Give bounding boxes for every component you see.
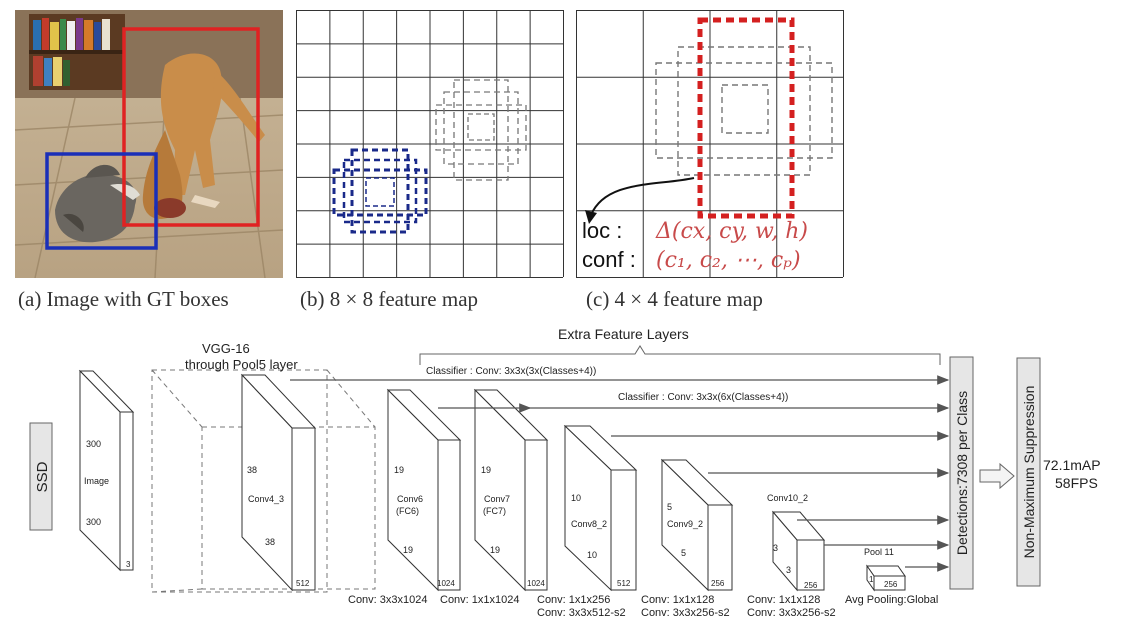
loc-label: loc : (582, 218, 622, 243)
conv4-3-block (240, 373, 317, 592)
dog-gt-box (122, 27, 260, 227)
conf-formula: (c₁, c₂, ⋯, cₚ) (656, 248, 801, 273)
classifier-1-label: Classifier : Conv: 3x3x(3x(Classes+4)) (426, 366, 596, 377)
gray-default-boxes-4x4 (655, 46, 833, 176)
conv7-bottom-dim: 19 (490, 545, 500, 555)
conv8-2-depth: 512 (617, 579, 631, 588)
conv7-sublabel: (FC7) (483, 506, 506, 516)
pool11-depth: 256 (884, 580, 898, 589)
gray-default-box-tall (453, 79, 509, 181)
image-label: Image (84, 476, 109, 486)
blue-default-boxes (332, 148, 428, 234)
extra-layers-title: Extra Feature Layers (558, 326, 689, 342)
vgg-title-1: VGG-16 (202, 341, 250, 356)
blue-default-box-square (342, 158, 418, 224)
floor-tiles (15, 97, 283, 278)
conv10-2-top-dim: 3 (773, 543, 778, 553)
conv6-bottom-dim: 19 (403, 545, 413, 555)
blue-default-box-small (365, 177, 395, 207)
conv6-top-dim: 19 (394, 465, 404, 475)
cat-gt-box (45, 152, 158, 250)
gray-default-box-square (443, 91, 519, 165)
conv9-2-op2: Conv: 3x3x256-s2 (641, 607, 730, 619)
ssd-label-box (29, 422, 53, 531)
pointer-arrowhead (585, 210, 597, 224)
conv6-sublabel: (FC6) (396, 506, 419, 516)
input-image-block (78, 369, 135, 572)
conv9-2-depth: 256 (711, 579, 725, 588)
conv9-2-bottom-dim: 5 (681, 548, 686, 558)
conf-label: conf : (582, 247, 636, 272)
image-depth: 3 (126, 560, 131, 569)
hollow-arrow (979, 462, 1015, 490)
conv4-3-bottom-dim: 38 (265, 537, 275, 547)
gray-default-boxes (435, 79, 527, 181)
bookshelf (29, 14, 125, 90)
gray-default-box-small (467, 113, 495, 141)
conv10-2-op2: Conv: 3x3x256-s2 (747, 607, 836, 619)
fps-result: 58FPS (1055, 475, 1098, 491)
blue-default-box-wide (332, 168, 428, 217)
conv6-op: Conv: 3x3x1024 (348, 594, 428, 606)
conv10-2-label: Conv10_2 (767, 493, 808, 503)
conv8-2-op2: Conv: 3x3x512-s2 (537, 607, 626, 619)
conv7-block (473, 388, 549, 592)
classifier-arrows (290, 375, 950, 572)
conv8-2-op1: Conv: 1x1x256 (537, 594, 610, 606)
matched-red-box (697, 17, 795, 219)
conv6-block (386, 388, 462, 592)
conv8-2-label: Conv8_2 (571, 519, 607, 529)
conv10-2-depth: 256 (804, 581, 818, 590)
conv8-2-bottom-dim: 10 (587, 550, 597, 560)
pool11-small-dim: 1 (869, 575, 874, 584)
ssd-label: SSD (34, 461, 51, 492)
conv4-3-top-dim: 38 (247, 465, 257, 475)
grid-4x4 (576, 10, 844, 278)
conv10-2-block (771, 510, 826, 592)
detections-box (949, 356, 974, 590)
gt-image-panel (15, 10, 283, 278)
vgg-title-2: through Pool5 layer (185, 357, 298, 372)
dog (142, 53, 265, 219)
conv7-op: Conv: 1x1x1024 (440, 594, 520, 606)
ssd-architecture: SSD 300 Image 300 3 VGG-16 through Pool5… (29, 326, 1101, 619)
conv4-3-label: Conv4_3 (248, 494, 284, 504)
nms-box (1016, 357, 1041, 587)
classifier-2-label: Classifier : Conv: 3x3x(6x(Classes+4)) (618, 392, 788, 403)
pointer-arrow (590, 177, 695, 216)
conv6-depth: 1024 (437, 579, 455, 588)
feature-map-4x4: loc : Δ(cx, cy, w, h) conf : (c₁, c₂, ⋯,… (576, 10, 844, 278)
detections-label: Detections:7308 per Class (954, 391, 970, 555)
loc-formula: Δ(cx, cy, w, h) (655, 219, 808, 244)
pool11-label: Pool 11 (864, 547, 894, 557)
caption-a: (a) Image with GT boxes (18, 287, 229, 311)
conv10-2-op1: Conv: 1x1x128 (747, 594, 820, 606)
image-top-dim: 300 (86, 439, 101, 449)
conv9-2-label: Conv9_2 (667, 519, 703, 529)
conv9-2-top-dim: 5 (667, 502, 672, 512)
caption-b: (b) 8 × 8 feature map (300, 287, 479, 311)
caption-c: (c) 4 × 4 feature map (586, 287, 763, 311)
conv7-label: Conv7 (484, 494, 510, 504)
image-bottom-dim: 300 (86, 517, 101, 527)
conv4-3-depth: 512 (296, 579, 310, 588)
extra-layers-brace (419, 345, 941, 365)
pool11-block (866, 564, 906, 592)
map-result: 72.1mAP (1043, 457, 1101, 473)
conv8-2-block (563, 424, 638, 592)
feature-map-8x8 (296, 10, 564, 278)
conv9-2-block (660, 458, 734, 592)
blue-default-box-tall (350, 148, 410, 234)
conv10-2-bottom-dim: 3 (786, 565, 791, 575)
pool11-op: Avg Pooling:Global (845, 594, 938, 606)
conv8-2-top-dim: 10 (571, 493, 581, 503)
grid-8x8 (296, 10, 564, 278)
conv7-depth: 1024 (527, 579, 545, 588)
conv6-label: Conv6 (397, 494, 423, 504)
nms-label: Non-Maximum Suppression (1021, 386, 1037, 559)
conv9-2-op1: Conv: 1x1x128 (641, 594, 714, 606)
conv7-top-dim: 19 (481, 465, 491, 475)
gray-default-box-wide (435, 104, 527, 151)
